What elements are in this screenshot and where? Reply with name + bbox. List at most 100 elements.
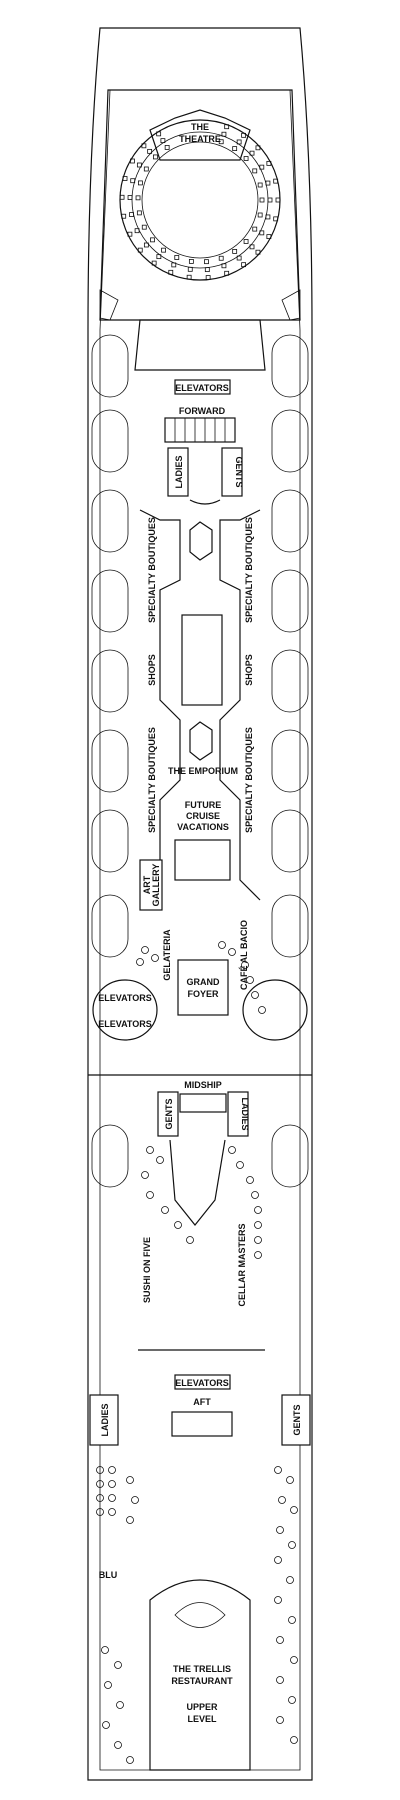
trellis-label-2: RESTAURANT [171,1676,233,1686]
upper-level-label-1: UPPER [186,1702,218,1712]
theatre-seat [266,234,272,240]
theatre-seat [186,274,192,280]
ladies-forward-label: LADIES [174,455,184,488]
cellar-masters-label: CELLAR MASTERS [237,1224,247,1307]
theatre-seat [160,138,166,144]
ladies-aft[interactable] [89,1394,119,1446]
restaurant-table [290,1656,298,1664]
theatre-seat [171,262,177,268]
midship-stairs[interactable] [179,1093,227,1113]
gents-midship[interactable] [157,1091,179,1137]
window [271,409,309,473]
theatre-seat [136,162,142,168]
shops-right: SHOPS [244,654,254,686]
future-cruise-desk[interactable] [174,839,231,881]
elevators-aft[interactable] [174,1374,231,1390]
ladies-forward[interactable] [167,447,189,497]
art-gallery[interactable] [139,859,163,911]
theatre-seat [122,176,128,181]
theatre-seat [265,180,271,186]
theatre-seat [221,263,227,269]
theatre-seat [249,244,255,250]
future-cruise-label-1: FUTURE [185,800,222,810]
restaurant-table [274,1466,282,1474]
grand-foyer[interactable] [177,959,229,1016]
future-cruise-label-3: VACATIONS [177,822,229,832]
theatre-seat [273,216,279,222]
restaurant-table [276,1716,284,1724]
upper-level-label-2: LEVEL [187,1714,217,1724]
window [271,569,309,633]
window [91,894,129,958]
restaurant-table [288,1696,296,1704]
elevators-midship-left[interactable] [92,979,158,1041]
table [228,1146,236,1154]
restaurant-table [104,1681,112,1689]
future-cruise-label-2: CRUISE [186,811,220,821]
theatre-seat [151,260,157,266]
restaurant-table [288,1616,296,1624]
forward-label: FORWARD [179,406,226,416]
restaurant-table [102,1721,110,1729]
sushi-on-five-label: SUSHI ON FIVE [142,1237,152,1303]
table [186,1236,194,1244]
theatre-seat [156,254,162,260]
theatre-seat [259,197,265,203]
elevators-forward[interactable] [174,379,231,395]
theatre-seat [137,247,143,253]
theatre-seat [241,132,247,138]
elevators-forward-label: ELEVATORS [175,383,229,393]
theatre-seat [130,178,136,184]
table [236,1161,244,1169]
theatre-seat [204,267,210,273]
cafe-table [218,941,226,949]
theatre-seat [255,249,261,255]
aft-stairs[interactable] [171,1411,233,1437]
theatre-seat [164,145,170,150]
forward-stairs[interactable] [164,417,236,443]
theatre-label-2: THEATRE [179,134,221,144]
gents-forward[interactable] [221,447,243,497]
theatre-seat [204,259,209,265]
aft-label: AFT [193,1397,211,1407]
restaurant-table [108,1480,116,1488]
window [271,334,309,398]
elevators-midship-right[interactable] [242,979,308,1041]
theatre-area[interactable] [99,89,301,321]
theatre-seat [218,255,224,261]
specialty-boutiques-right-2: SPECIALTY BOUTIQUES [244,727,254,833]
restaurant-table [101,1646,109,1654]
window [271,649,309,713]
cafe-table [228,948,236,956]
theatre-seat [221,131,227,137]
theatre-seat [232,249,238,254]
restaurant-table [276,1636,284,1644]
restaurant-table [131,1496,139,1504]
table [251,1191,259,1199]
restaurant-table [290,1506,298,1514]
restaurant-table [108,1466,116,1474]
theatre-seat [255,145,261,151]
theatre-seat [218,139,224,145]
window [91,1124,129,1188]
the-emporium-label: THE EMPORIUM [168,766,238,776]
theatre-seat [134,228,140,234]
table [146,1146,154,1154]
cafe-table [251,991,259,999]
cafe-table [141,946,149,954]
restaurant-table [126,1756,134,1764]
restaurant-table [274,1556,282,1564]
theatre-seat [127,231,133,237]
ladies-midship[interactable] [227,1091,249,1137]
theatre-seat [147,148,153,154]
table [141,1171,149,1179]
window [91,729,129,793]
theatre-seat [141,143,147,149]
table [254,1236,262,1244]
theatre-seat [138,180,143,186]
window [271,489,309,553]
window [91,334,129,398]
gents-aft[interactable] [281,1394,311,1446]
restaurant-table [96,1508,104,1516]
cafe-table [241,961,249,969]
